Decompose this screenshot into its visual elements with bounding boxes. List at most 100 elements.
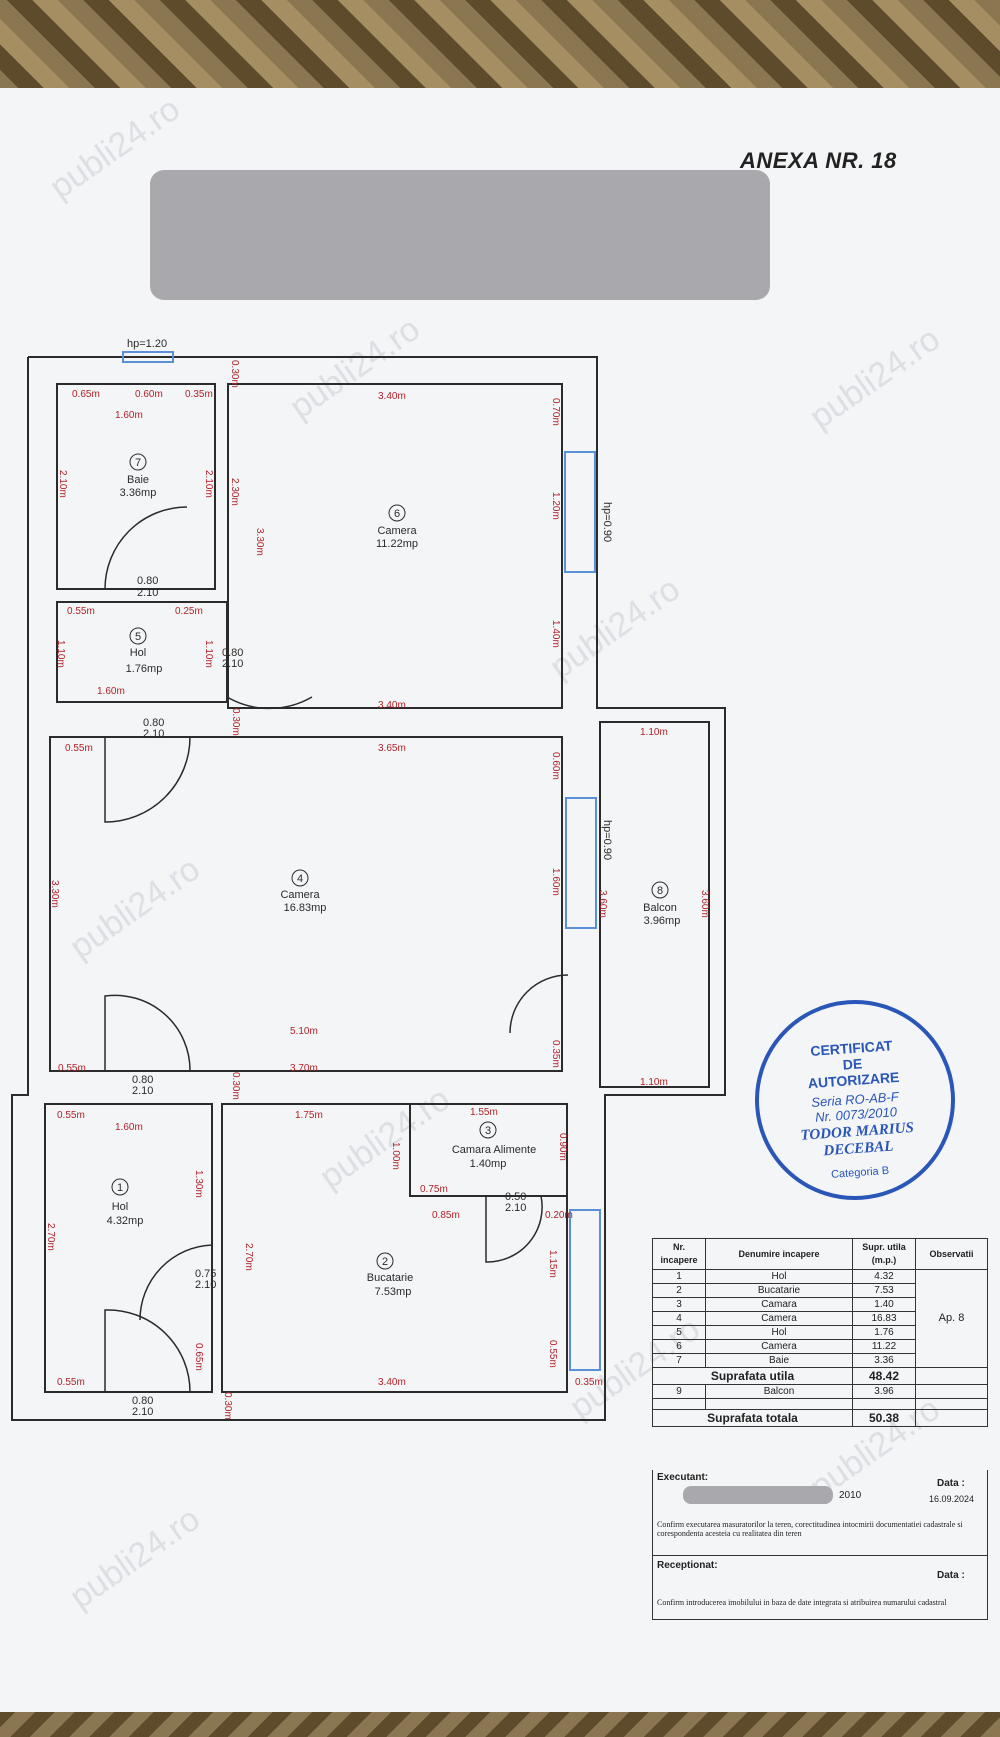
dim-label: 0.55m (57, 1110, 85, 1121)
window-camera6 (564, 451, 596, 573)
door-height: 2.10 (143, 728, 164, 740)
room-name-8: Balcon (643, 902, 677, 914)
room-name-2: Bucatarie (367, 1272, 413, 1284)
camera6-outline (227, 383, 563, 709)
dim-label: 3.40m (378, 700, 406, 711)
room-area-5: 1.76mp (126, 663, 163, 675)
watermark-3: publi24.ro (543, 570, 687, 687)
room-name-7: Baie (127, 474, 149, 486)
col-header-area: Supr. utila (m.p.) (852, 1238, 916, 1270)
cell-area: 3.96 (852, 1384, 916, 1399)
cell-name: Hol (705, 1269, 853, 1284)
spacer-cell (705, 1398, 853, 1410)
room-number-8: 8 (657, 885, 663, 897)
door-baie (104, 506, 188, 590)
rooms-summary-table: Nr. incapere Denumire incapere Supr. uti… (652, 1238, 988, 1427)
bucatarie-outline (221, 1103, 568, 1393)
room-number-circle-6 (388, 504, 406, 522)
dim-label: 2.10m (57, 470, 68, 498)
room-number-2: 2 (382, 1256, 388, 1268)
dim-label: 2.10m (203, 470, 214, 498)
room-number-6: 6 (394, 508, 400, 520)
room-name-3: Camara Alimente (452, 1144, 536, 1156)
window-labels: hp=1.20 hp=0.90 hp=0.90 (127, 338, 613, 860)
cell-nr: 5 (652, 1325, 706, 1340)
door-width: 0.80 (222, 647, 243, 659)
watermark-2: publi24.ro (283, 310, 427, 427)
cell-observation-empty (915, 1384, 988, 1399)
watermark-5: publi24.ro (313, 1080, 457, 1197)
door-width: 0.80 (132, 1074, 153, 1086)
dim-label: 0.60m (135, 389, 163, 400)
dim-label: 1.15m (547, 1250, 558, 1278)
col-header-obs: Observatii (915, 1238, 988, 1270)
door-hol5 (104, 736, 191, 823)
spacer-cell (915, 1398, 988, 1410)
dim-label: 0.30m (229, 360, 240, 388)
util-area-label: Suprafata utila (652, 1367, 853, 1385)
doors (104, 506, 569, 1393)
dim-label: 0.70m (550, 398, 561, 426)
dim-label: 3.30m (254, 528, 265, 556)
dim-label: 1.30m (193, 1170, 204, 1198)
room-labels: 7 Baie 3.36mp 6 Camera 11.22mp 5 Hol 1.7… (107, 453, 681, 1298)
total-area-empty (915, 1409, 988, 1427)
dim-label: 0.55m (57, 1377, 85, 1388)
executant-label: Executant: (657, 1472, 709, 1483)
dim-label: 1.60m (550, 868, 561, 896)
cell-name: Hol (705, 1325, 853, 1340)
room-number-circle-1 (111, 1178, 129, 1196)
room-number-4: 4 (297, 873, 303, 885)
dim-label: 1.10m (55, 640, 66, 668)
room-number-7: 7 (135, 457, 141, 469)
dimension-labels: 0.65m 0.60m 0.35m 1.60m 3.40m 0.30m 2.10… (45, 360, 710, 1420)
stamp-certificate: CERTIFICAT DE AUTORIZARE (755, 1033, 950, 1094)
data-label: Data : (937, 1478, 965, 1489)
dim-label: 0.55m (67, 606, 95, 617)
cell-name: Baie (705, 1353, 853, 1368)
baie-outline (56, 383, 216, 590)
window-camera4 (565, 797, 597, 929)
window-baie (122, 351, 174, 363)
dim-label: 1.20m (550, 492, 561, 520)
dim-label: 0.90m (557, 1133, 568, 1161)
room-area-4: 16.83mp (284, 902, 327, 914)
dim-label: 1.00m (390, 1142, 401, 1170)
cell-area: 11.22 (852, 1339, 916, 1354)
cell-name: Bucatarie (705, 1283, 853, 1298)
door-width: 0.80 (137, 575, 158, 587)
door-height: 2.10 (195, 1279, 216, 1291)
spacer-row (652, 1398, 988, 1410)
redacted-header (150, 170, 770, 300)
door-size-labels: 0.80 2.10 0.80 2.10 0.80 2.10 0.80 2.10 … (132, 575, 526, 1418)
door-camera4-bottom (104, 994, 191, 1072)
door-camara (485, 1195, 543, 1263)
util-area-empty (915, 1367, 988, 1385)
table-header-row: Nr. incapere Denumire incapere Supr. uti… (652, 1238, 988, 1270)
room-area-8: 3.96mp (644, 915, 681, 927)
room-area-3: 1.40mp (470, 1158, 507, 1170)
cell-name: Camera (705, 1311, 853, 1326)
cell-name: Balcon (705, 1384, 853, 1399)
dim-label: 1.55m (470, 1107, 498, 1118)
receptionist-label: Receptionat: (657, 1560, 718, 1571)
cell-nr: 2 (652, 1283, 706, 1298)
spacer-cell (852, 1398, 916, 1410)
door-width: 0.50 (505, 1191, 526, 1203)
room-number-1: 1 (117, 1182, 123, 1194)
cell-area: 7.53 (852, 1283, 916, 1298)
total-area-label: Suprafata totala (652, 1409, 853, 1427)
background-fabric-bottom (0, 1712, 1000, 1737)
dim-label: 1.60m (97, 686, 125, 697)
cell-area: 1.76 (852, 1325, 916, 1340)
dim-label: 0.20m (545, 1210, 573, 1221)
date-value: 16.09.2024 (929, 1494, 975, 1504)
cell-area: 3.36 (852, 1353, 916, 1368)
dim-label: 2.70m (243, 1243, 254, 1271)
dim-label: 3.60m (597, 890, 608, 918)
room-number-5: 5 (135, 631, 141, 643)
